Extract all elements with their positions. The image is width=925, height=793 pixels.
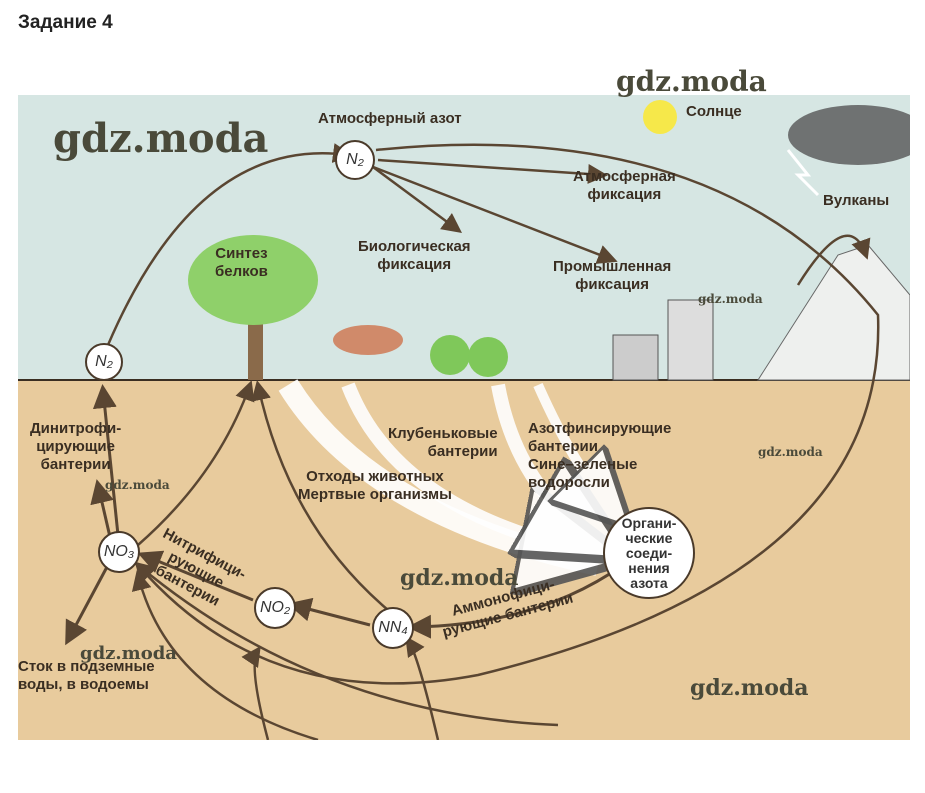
- sky: [18, 95, 910, 380]
- lightning-icon: [786, 149, 820, 197]
- label-volcanoes: Вулканы: [823, 192, 890, 209]
- watermark: gdz.moda: [400, 565, 519, 591]
- label-sun: Солнце: [686, 103, 742, 120]
- soil: [18, 380, 910, 740]
- diagram-graphics: [18, 95, 910, 740]
- storm-cloud-icon: [788, 105, 910, 165]
- node-n2-atmosphere: N₂: [335, 140, 375, 180]
- label-nitrogen-fixing-bacteria: Азотфинсирующие бантерии Сине–зеленые во…: [528, 420, 672, 491]
- volcano-icon: [757, 244, 910, 381]
- nitrogen-cycle-diagram: N₂ N₂ NO₃ NO₂ NN₄ Органи- ческие соеди- …: [18, 65, 910, 740]
- watermark: gdz.moda: [690, 675, 809, 701]
- label-protein-synthesis: Синтез белков: [215, 245, 268, 280]
- watermark: gdz.moda: [698, 292, 763, 306]
- node-n2-denitrified: N₂: [85, 343, 123, 381]
- node-no3: NO₃: [98, 531, 140, 573]
- watermark: gdz.moda: [758, 445, 823, 459]
- factory-icon: [612, 334, 659, 381]
- watermark: gdz.moda: [53, 115, 269, 162]
- tree-icon: [188, 235, 318, 325]
- label-runoff: Сток в подземные воды, в водоемы: [18, 658, 155, 693]
- label-atmospheric-nitrogen: Атмосферный азот: [318, 110, 462, 127]
- node-no2: NO₂: [254, 587, 296, 629]
- watermark: gdz.moda: [616, 65, 767, 98]
- sun-icon: [643, 100, 677, 134]
- node-nn4: NN₄: [372, 607, 414, 649]
- bush-icon: [430, 335, 470, 375]
- watermark: gdz.moda: [105, 478, 170, 492]
- task-title: Задание 4: [18, 12, 113, 33]
- watermark: gdz.moda: [80, 643, 177, 664]
- node-organic-nitrogen: Органи- ческие соеди- нения азота: [603, 507, 695, 599]
- label-denitrifying-bacteria: Динитрофи- цирующие бантерии: [30, 420, 122, 473]
- deer-icon: [333, 325, 403, 355]
- label-nodule-bacteria: Клубеньковые бантерии: [388, 425, 498, 460]
- label-industrial-fixation: Промышленная фиксация: [553, 258, 672, 293]
- label-waste-dead-organisms: Отходы животных Мертвые организмы: [298, 468, 452, 503]
- label-atmospheric-fixation: Атмосферная фиксация: [573, 168, 676, 203]
- label-biological-fixation: Биологическая фиксация: [358, 238, 471, 273]
